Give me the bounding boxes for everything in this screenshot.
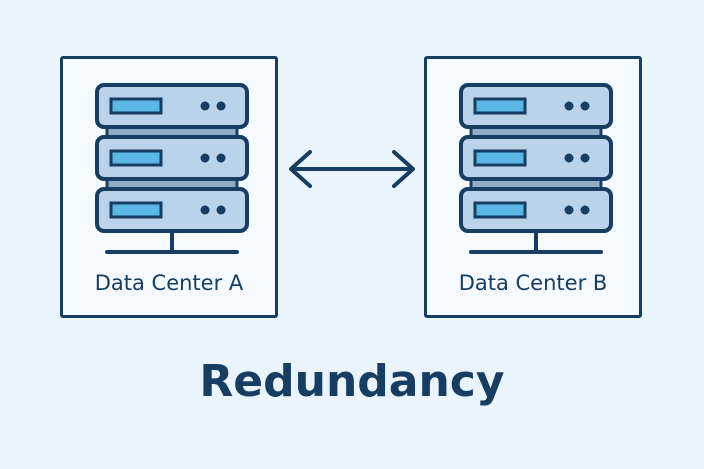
server-rack-icon	[95, 83, 249, 254]
diagram-title: Redundancy	[199, 356, 505, 407]
data-center-b-label: Data Center B	[458, 271, 608, 295]
data-center-a-box: Data Center A	[60, 56, 278, 318]
data-center-b-box: Data Center B	[424, 56, 642, 318]
server-rack-icon	[459, 83, 613, 254]
bidirectional-arrow-icon	[289, 150, 415, 188]
data-center-a-label: Data Center A	[94, 271, 244, 295]
